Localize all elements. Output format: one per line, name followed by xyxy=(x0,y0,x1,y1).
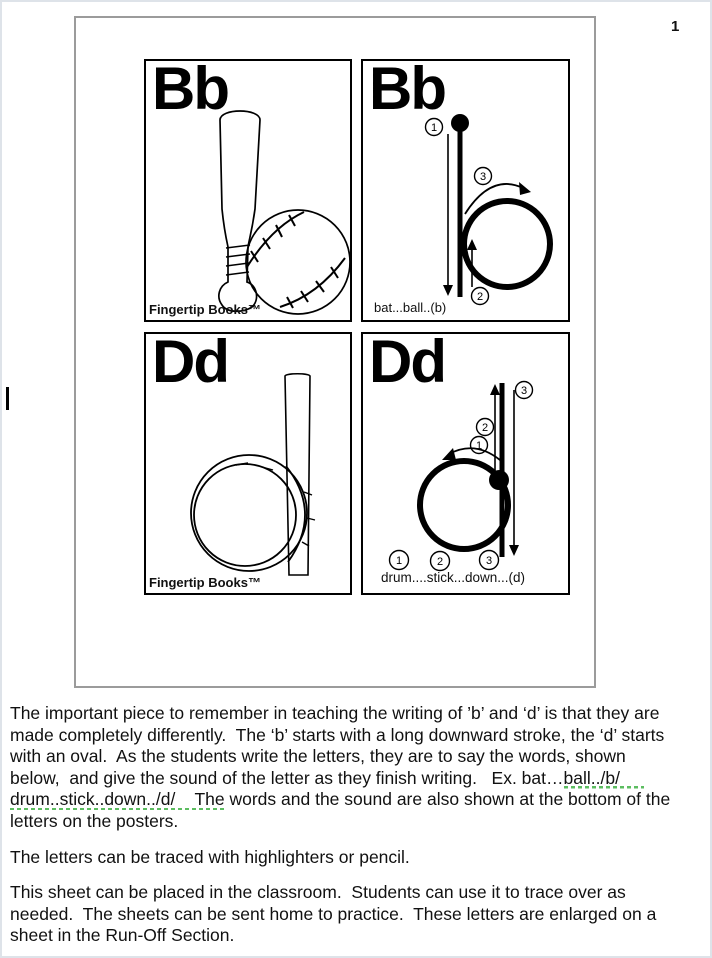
grammar-flagged-text[interactable]: drum..stick..down../d/ The xyxy=(10,789,225,811)
text-segment[interactable]: words and the sound are also shown at th… xyxy=(224,789,671,810)
bottom-badge-3: 3 xyxy=(478,549,500,571)
curve-arrow xyxy=(442,447,501,461)
svg-text:1: 1 xyxy=(476,440,482,452)
stroke-caption: drum....stick...down...(d) xyxy=(381,570,526,585)
step-badge-2: 2 xyxy=(470,286,490,306)
panel-heading-bb: Bb xyxy=(152,55,230,122)
svg-text:1: 1 xyxy=(396,555,402,567)
stroke-diagram-b: 1 3 2 xyxy=(424,114,553,306)
panel-d-picture[interactable]: Dd Fingertip Books™ xyxy=(144,332,352,595)
svg-text:2: 2 xyxy=(482,422,488,434)
panel-d-stroke-order[interactable]: 3 2 1 1 2 xyxy=(361,332,570,595)
step-badge-2: 2 xyxy=(475,417,495,437)
text-line[interactable]: The important piece to remember in teach… xyxy=(10,703,660,723)
grammar-flagged-text[interactable]: ball../b/ xyxy=(563,767,645,789)
publisher-label: Fingertip Books™ xyxy=(149,302,261,317)
svg-text:3: 3 xyxy=(480,171,486,183)
text-segment[interactable]: below, and give the sound of the letter … xyxy=(10,767,564,788)
text-line[interactable]: drum..stick..down../d/ The words and the… xyxy=(10,789,706,811)
panel-heading-bb: Bb xyxy=(369,55,447,122)
bottom-badge-1: 1 xyxy=(388,549,410,571)
text-line[interactable]: letters on the posters. xyxy=(10,810,179,831)
curve-arrow xyxy=(464,182,531,215)
svg-text:3: 3 xyxy=(486,555,492,567)
drum-head xyxy=(193,463,297,567)
drum-and-stick-illustration xyxy=(190,372,316,576)
text-line[interactable]: with an oval. As the students write the … xyxy=(10,746,626,767)
bowl-circle xyxy=(461,198,553,290)
text-line[interactable]: made completely differently. The ‘b’ sta… xyxy=(10,724,665,745)
up-arrow xyxy=(490,384,500,473)
step-badge-1: 1 xyxy=(424,117,444,137)
baseball-bat-outline xyxy=(218,110,261,313)
text-line[interactable]: sheet in the Run-Off Section. xyxy=(10,925,235,946)
step-badge-3: 3 xyxy=(514,380,534,400)
bottom-badge-2: 2 xyxy=(429,550,451,572)
drum-rim-outer xyxy=(190,454,308,572)
down-arrow xyxy=(443,134,453,296)
page-number: 1 xyxy=(671,18,680,35)
svg-text:1: 1 xyxy=(431,122,437,134)
stroke-caption: bat...ball..(b) xyxy=(374,300,447,315)
svg-text:2: 2 xyxy=(437,556,443,568)
bat-grip-rings xyxy=(225,244,251,276)
text-line[interactable]: below, and give the sound of the letter … xyxy=(10,767,706,790)
bat-and-ball-illustration xyxy=(218,110,350,315)
panel-heading-dd: Dd xyxy=(369,328,447,395)
stroke-start-dot xyxy=(489,470,509,490)
poster-image-frame[interactable]: Bb Fingertip Books™ xyxy=(74,16,596,688)
text-cursor xyxy=(6,387,9,410)
down-arrow xyxy=(509,390,519,556)
text-line[interactable]: This sheet can be placed in the classroo… xyxy=(10,882,626,903)
step-badge-1: 1 xyxy=(469,435,489,455)
panel-b-picture[interactable]: Bb Fingertip Books™ xyxy=(144,59,352,322)
svg-text:3: 3 xyxy=(521,385,527,397)
panel-heading-dd: Dd xyxy=(152,328,230,395)
step-badge-3: 3 xyxy=(473,166,493,186)
text-line[interactable]: The letters can be traced with highlight… xyxy=(10,846,410,867)
baseball-outline xyxy=(245,209,350,315)
drum-shell xyxy=(285,465,306,563)
panel-b-stroke-order[interactable]: 1 3 2 Bb bat...ball..(b) xyxy=(361,59,570,322)
text-line[interactable]: needed. The sheets can be sent home to p… xyxy=(10,903,657,924)
bowl-circle xyxy=(417,458,511,552)
document-body-text[interactable]: The important piece to remember in teach… xyxy=(10,703,706,947)
svg-text:2: 2 xyxy=(477,291,483,303)
baseball-stitches xyxy=(246,211,346,309)
drumstick-outline xyxy=(284,372,311,576)
drum-sketch-marks xyxy=(235,462,316,547)
stroke-diagram-d: 3 2 1 1 2 xyxy=(388,380,534,572)
publisher-label: Fingertip Books™ xyxy=(149,575,261,590)
